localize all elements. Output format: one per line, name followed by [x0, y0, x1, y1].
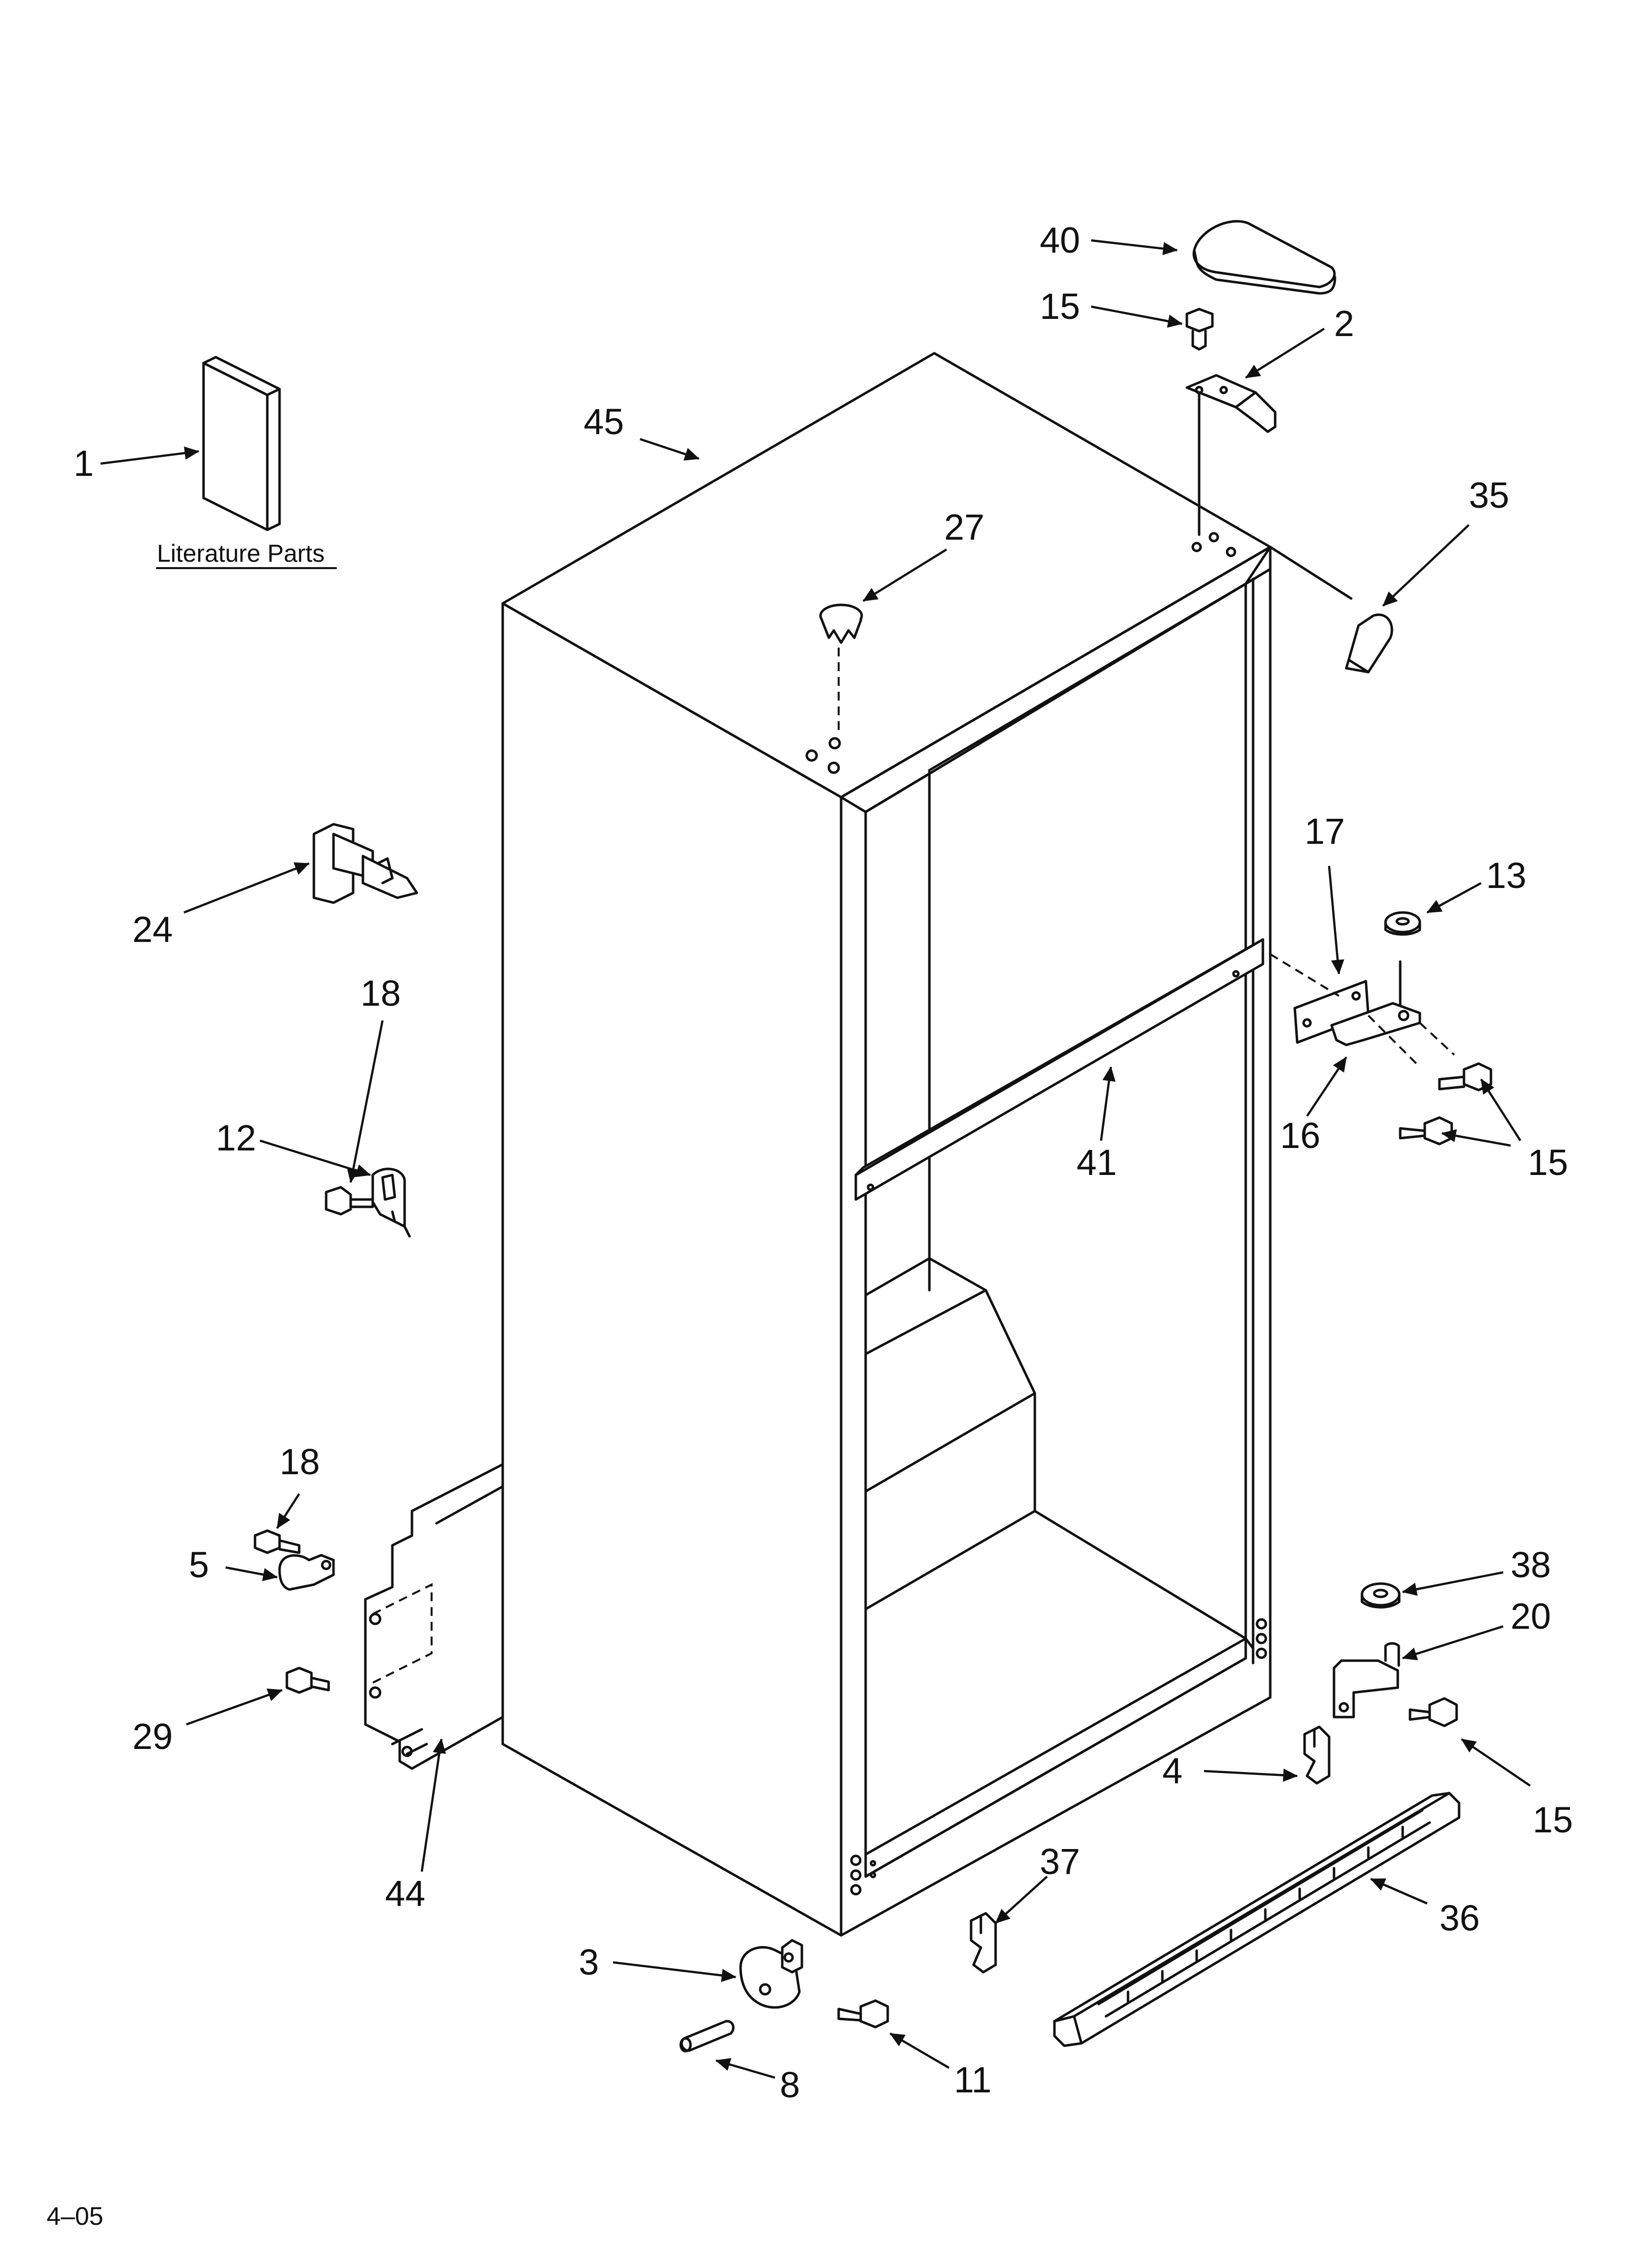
side-bracket-part	[364, 1463, 504, 1770]
callout-41: 41	[1077, 1142, 1117, 1183]
callout-4: 4	[1162, 1750, 1182, 1791]
callout-38: 38	[1511, 1544, 1551, 1585]
top-hinge-part	[1185, 374, 1277, 536]
callout-40: 40	[1040, 220, 1080, 261]
callout-2: 2	[1334, 303, 1354, 344]
literature-parts-booklet	[202, 356, 281, 531]
screw-part-29	[285, 1667, 330, 1694]
callout-29: 29	[132, 1716, 173, 1757]
clip-part-37	[970, 1912, 997, 1974]
center-hinge-assembly	[1269, 911, 1492, 1146]
clip-part-4	[1303, 1725, 1331, 1785]
grille-part-36	[1053, 1792, 1461, 2047]
callout-labels: 1 40 15 2 45 35 27 24 17 13 18 12 41 16 …	[74, 220, 1573, 2105]
callout-8: 8	[780, 2064, 800, 2105]
footer-code: 4–05	[47, 2202, 103, 2231]
literature-parts-caption: Literature Parts	[157, 540, 325, 567]
callout-5: 5	[189, 1544, 209, 1585]
bottom-hinge-assembly	[1333, 1582, 1458, 1727]
callout-24: 24	[132, 909, 173, 950]
callout-15-middle: 15	[1528, 1142, 1568, 1183]
callout-18-upper: 18	[360, 973, 401, 1014]
callout-1: 1	[74, 443, 94, 484]
pin-part-24	[312, 823, 418, 904]
callout-36: 36	[1439, 1898, 1480, 1938]
cap-part-35	[1269, 546, 1393, 674]
callout-45: 45	[584, 401, 624, 442]
callout-11: 11	[954, 2059, 992, 2100]
callout-16: 16	[1280, 1115, 1320, 1156]
clamp-assembly-5	[254, 1529, 335, 1591]
divider-bar-part	[854, 938, 1264, 1201]
callout-17: 17	[1305, 811, 1345, 852]
callout-37: 37	[1040, 1841, 1080, 1882]
callout-15-lower: 15	[1533, 1799, 1573, 1840]
hinge-cover-part	[1192, 220, 1336, 295]
callout-leaders	[100, 239, 1531, 2079]
roller-assembly	[679, 1939, 889, 2053]
callout-13: 13	[1486, 855, 1526, 896]
screw-part-15-top	[1185, 308, 1214, 351]
callout-35: 35	[1469, 475, 1509, 516]
callout-12: 12	[216, 1118, 256, 1158]
plug-part	[819, 603, 863, 731]
callout-20: 20	[1511, 1596, 1551, 1637]
callout-18-lower: 18	[280, 1441, 320, 1482]
callout-15-top: 15	[1040, 286, 1080, 327]
refrigerator-cabinet	[501, 352, 1272, 1937]
callout-3: 3	[579, 1942, 599, 1982]
callout-27: 27	[944, 507, 984, 547]
callout-44: 44	[385, 1873, 425, 1914]
clip-assembly-12	[325, 1168, 411, 1238]
